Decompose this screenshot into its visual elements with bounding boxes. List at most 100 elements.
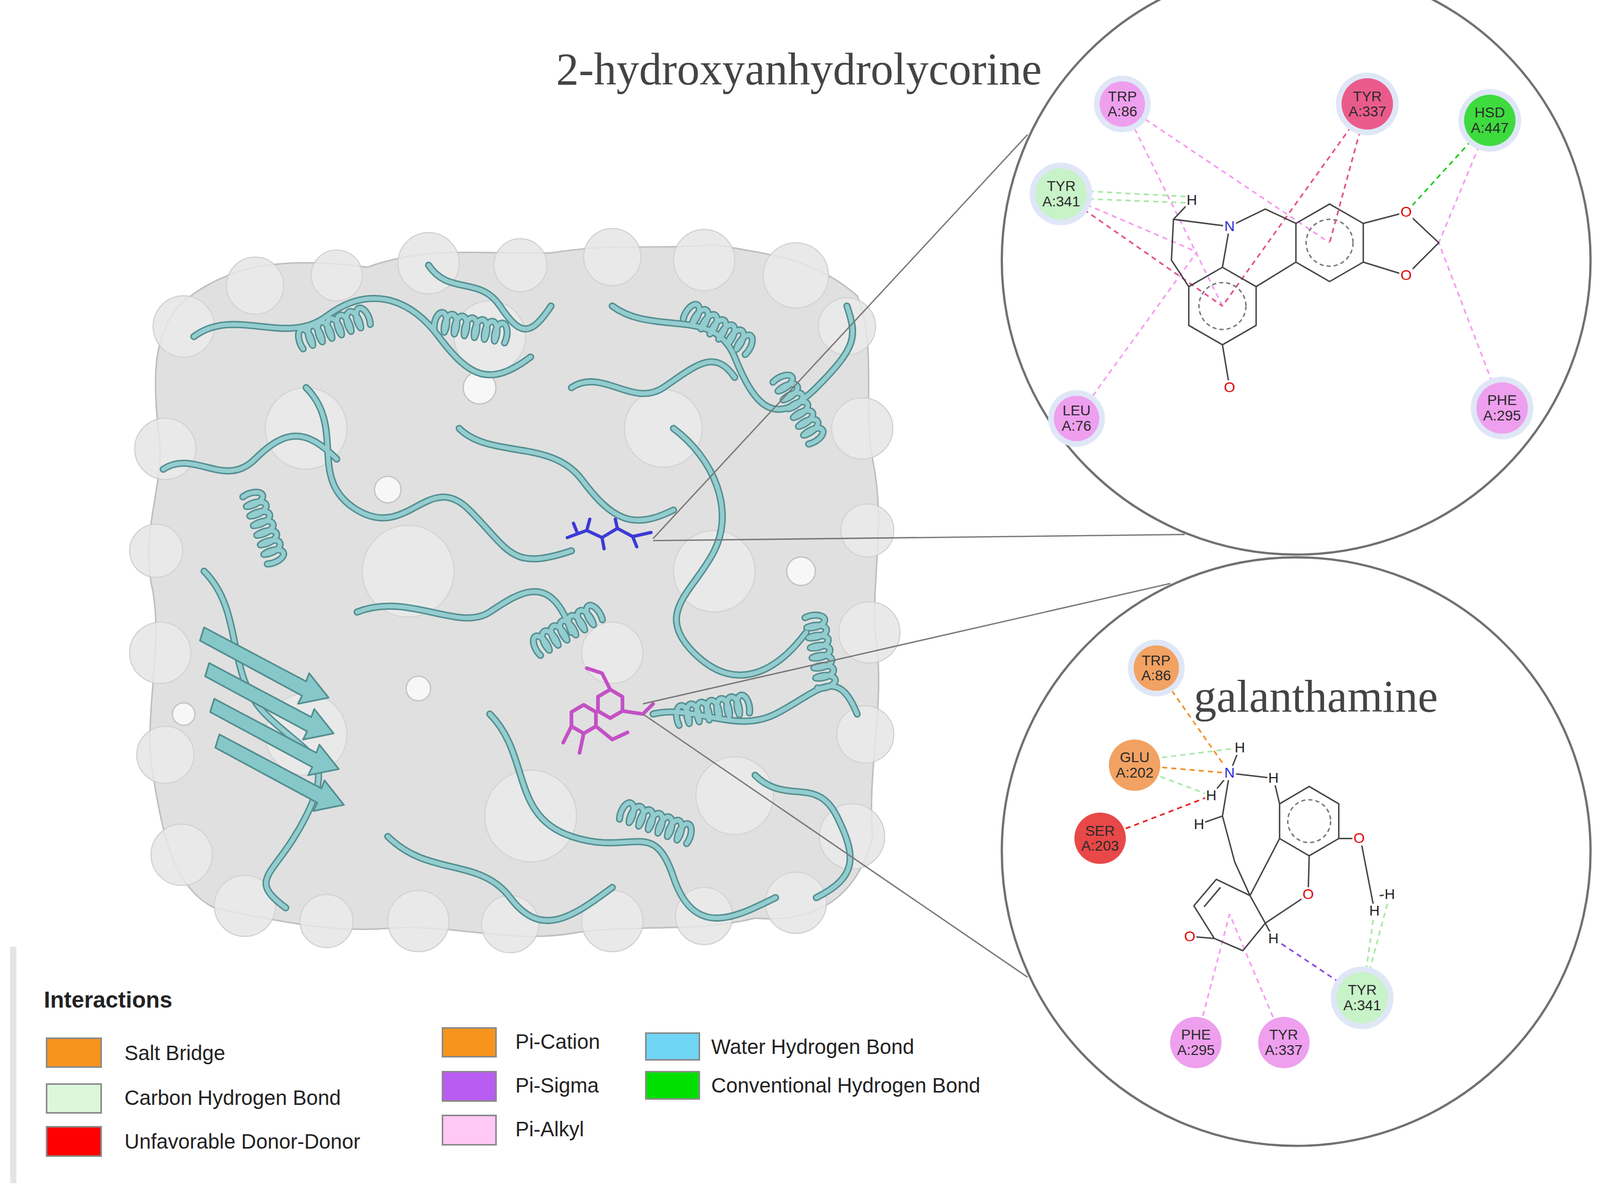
legend-swatch (441, 1027, 497, 1058)
ligand-bond (563, 668, 653, 754)
residue-label: SER A:203 (1081, 823, 1119, 855)
residue-disc (1133, 645, 1179, 691)
interactions-top (1061, 103, 1502, 419)
aromatic-ring (1279, 786, 1339, 857)
residue-disc (1258, 1017, 1310, 1069)
atom-label: H (1205, 788, 1218, 804)
residue-circle: TYR A:341 (1330, 966, 1395, 1031)
aromatic-circle (1198, 282, 1246, 330)
ligand-magenta (563, 668, 653, 754)
residue-label: GLU A:202 (1116, 750, 1154, 781)
residue-text-box: GLU A:202 (1116, 750, 1154, 781)
residue-halo (1093, 75, 1151, 133)
atom-label: O (1183, 929, 1197, 945)
aromatic-circle (1287, 800, 1331, 843)
residue-label: TRP A:86 (1107, 89, 1138, 120)
residue-text-box: TYR A:341 (1042, 178, 1081, 210)
residue-text-box: TYR A:337 (1264, 1027, 1303, 1058)
zoom-circle: 2-hydroxyanhydrolycorineTRP A:86TYR A:33… (1000, 0, 1593, 556)
zoom-outline (1000, 0, 1593, 556)
residue-circle: TRP A:86 (1127, 639, 1186, 698)
residue-text-box: TYR A:341 (1343, 982, 1382, 1014)
residue-circle: TYR A:337 (1335, 72, 1400, 136)
legend-swatch (45, 1037, 102, 1069)
pi-alkyl-line (1061, 103, 1502, 419)
legend-swatch (441, 1071, 497, 1102)
residue-disc (1053, 395, 1100, 442)
ligand-ring (598, 689, 623, 719)
atom-label: H (1233, 740, 1246, 756)
ligand-bond (573, 519, 637, 549)
ligand-ring (571, 705, 597, 735)
atom-label: H (1267, 931, 1280, 947)
residue-halo (1335, 72, 1399, 136)
molecule-name: galanthamine (1193, 671, 1438, 722)
residue-label: PHE A:295 (1483, 392, 1521, 424)
zoom-leader (653, 534, 1186, 542)
residue-label: TYR A:337 (1264, 1027, 1303, 1058)
carbon-hbond-line (1134, 748, 1390, 999)
residue-circle: HSD A:447 (1457, 88, 1522, 153)
atom-label: H (1383, 887, 1397, 902)
residue-halo (1470, 376, 1534, 440)
residue-disc (1074, 812, 1126, 865)
residue-halo (1048, 390, 1105, 447)
zoom-leader (653, 134, 1028, 539)
residue-halo (1029, 162, 1093, 226)
atom-label: N (1223, 219, 1236, 234)
residue-label: TYR A:337 (1348, 89, 1386, 120)
residue-text-box: TYR A:337 (1348, 89, 1386, 120)
atom-label: O (1301, 887, 1315, 902)
residue-circle: GLU A:202 (1107, 738, 1162, 793)
atom-label: O (1223, 380, 1237, 395)
legend-swatch (45, 1083, 102, 1115)
residue-label: TYR A:341 (1042, 178, 1081, 210)
zoom-leader (642, 583, 1171, 705)
residue-text-box: PHE A:295 (1483, 392, 1521, 424)
residue-circle: TRP A:86 (1093, 75, 1152, 133)
atom-label: H (1267, 771, 1280, 786)
residue-text-box: LEU A:76 (1061, 403, 1092, 434)
bond (1189, 748, 1390, 951)
zoom-outline-circle (1001, 557, 1591, 1147)
ligand-bond (567, 528, 652, 538)
legend-label: Carbon Hydrogen Bond (124, 1086, 341, 1110)
residue-text-box: TRP A:86 (1107, 89, 1138, 120)
residue-circle: TYR A:337 (1257, 1016, 1311, 1070)
legend-label: Pi-Cation (515, 1030, 601, 1054)
residue-disc (1108, 739, 1161, 792)
aromatic-circle (1306, 219, 1353, 267)
residue-circle: LEU A:76 (1047, 389, 1106, 448)
atom-label: H (1368, 903, 1381, 919)
aromatic-ring (1295, 203, 1364, 282)
atom-label: O (1399, 268, 1414, 283)
atom-label: H (1192, 817, 1206, 832)
residue-circle: TYR A:341 (1029, 162, 1093, 226)
zoom-circle: galanthamine TRP A:86GLU A:202SER A:203TY… (1000, 555, 1593, 1149)
residue-disc (1464, 94, 1516, 147)
residue-label: PHE A:295 (1176, 1027, 1215, 1058)
residue-label: HSD A:447 (1470, 105, 1509, 136)
molecule-bottom (1189, 748, 1390, 951)
residue-text-box: TRP A:86 (1141, 653, 1172, 684)
residue-circle: PHE A:295 (1470, 376, 1535, 441)
surface-bumps (129, 228, 901, 953)
legend-swatch (45, 1126, 102, 1157)
ligand-blue (567, 519, 652, 549)
legend-heading: Interactions (42, 988, 173, 1012)
legend-label: Conventional Hydrogen Bond (711, 1074, 981, 1098)
atom-label: O (1399, 204, 1414, 220)
residue-text-box: PHE A:295 (1176, 1027, 1215, 1058)
residue-text-box: HSD A:447 (1470, 105, 1509, 136)
atom-label: H (1185, 193, 1198, 208)
legend-label: Salt Bridge (124, 1041, 226, 1065)
residue-text-box: SER A:203 (1081, 823, 1119, 855)
residue-disc (1336, 972, 1388, 1024)
residue-halo (1330, 966, 1394, 1030)
residue-disc (1170, 1017, 1222, 1069)
residue-disc (1476, 382, 1528, 434)
residue-disc (1099, 81, 1145, 127)
atom-label: N (1223, 766, 1236, 781)
atom-label: O (1352, 831, 1366, 846)
